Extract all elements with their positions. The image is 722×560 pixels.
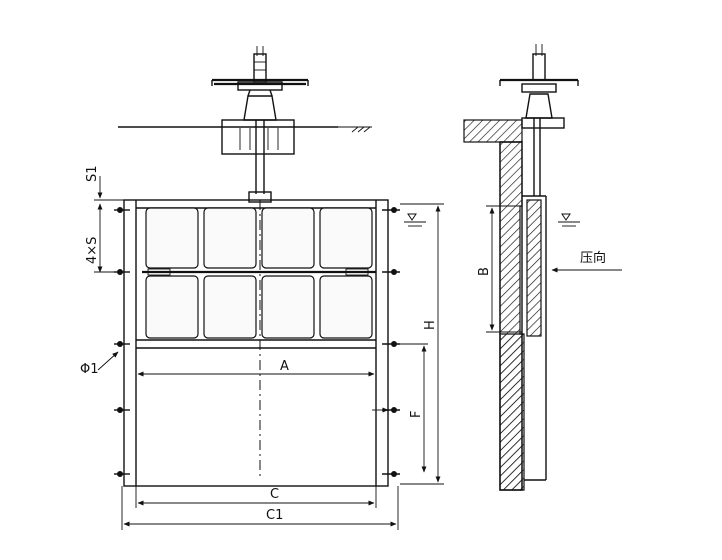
dim-label-c1: C1 <box>266 508 283 523</box>
hoist-base-box <box>221 119 295 155</box>
dim-label-f: F <box>409 411 424 418</box>
water-level-icon <box>404 213 426 227</box>
dim-label-c: C <box>270 487 279 502</box>
front-view: S1 4×S Φ1 A C C1 H F <box>80 46 444 530</box>
side-view: B 压向 <box>463 44 622 491</box>
ground-hatch <box>338 126 372 133</box>
dim-label-a: A <box>280 359 289 374</box>
anchor-bolts <box>114 207 400 477</box>
gate-frame <box>123 199 389 487</box>
side-water-level-icon <box>558 213 580 227</box>
dim-label-phi1: Φ1 <box>80 362 99 377</box>
dim-label-h: H <box>423 320 438 330</box>
dim-label-s1: S1 <box>85 165 100 182</box>
side-gate-leaf <box>526 199 542 337</box>
side-slab <box>463 119 523 143</box>
hoist-housing <box>243 95 277 121</box>
side-hoist-housing <box>525 93 553 119</box>
pressure-direction-label: 压向 <box>580 250 606 266</box>
gate-panels <box>145 207 373 339</box>
dim-label-b: B <box>477 267 492 276</box>
dim-label-4xs: 4×S <box>85 237 100 264</box>
